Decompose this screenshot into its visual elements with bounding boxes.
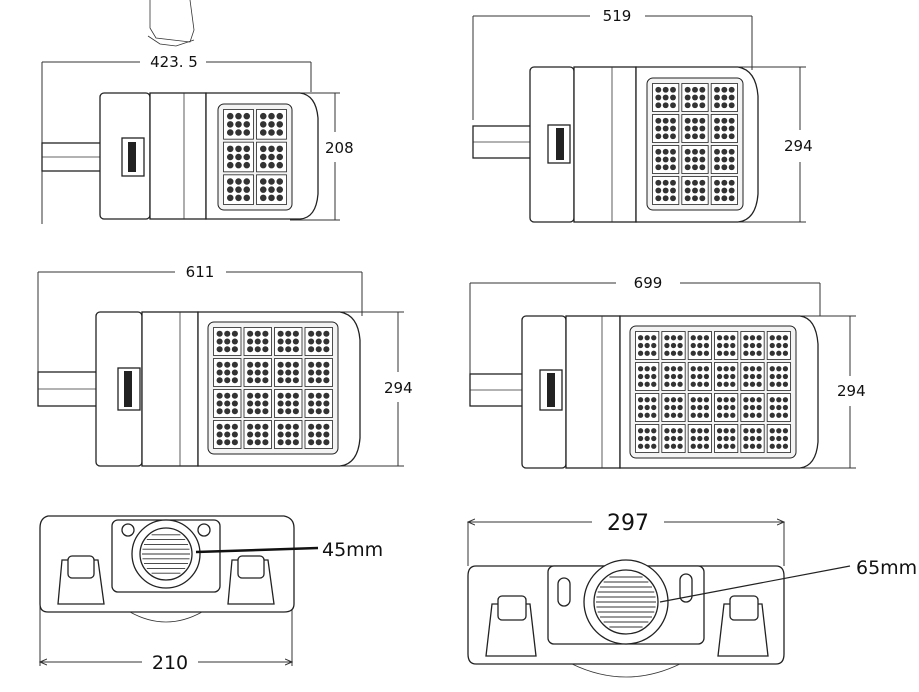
dim-view1-width: 423. 5 [150,53,198,71]
dim-view3-width: 611 [186,263,215,281]
dim-view6-bore: 65mm [856,557,917,579]
view-3-lamp [37,271,404,467]
dim-view2-width: 519 [603,7,632,25]
dim-view1-height: 208 [325,139,354,157]
view-5-end-view [40,515,319,666]
dim-view4-height: 294 [837,382,866,400]
dim-view4-width: 699 [634,274,663,292]
dim-view6-width: 297 [607,511,649,536]
dim-view5-bore: 45mm [322,539,383,561]
dim-view3-height: 294 [384,379,413,397]
dim-view2-height: 294 [784,137,813,155]
view-4-lamp [469,282,856,469]
view-6-end-view [468,522,851,678]
view-2-lamp [472,15,806,223]
view-1-lamp-small [41,0,340,224]
dim-view5-width: 210 [152,652,188,674]
